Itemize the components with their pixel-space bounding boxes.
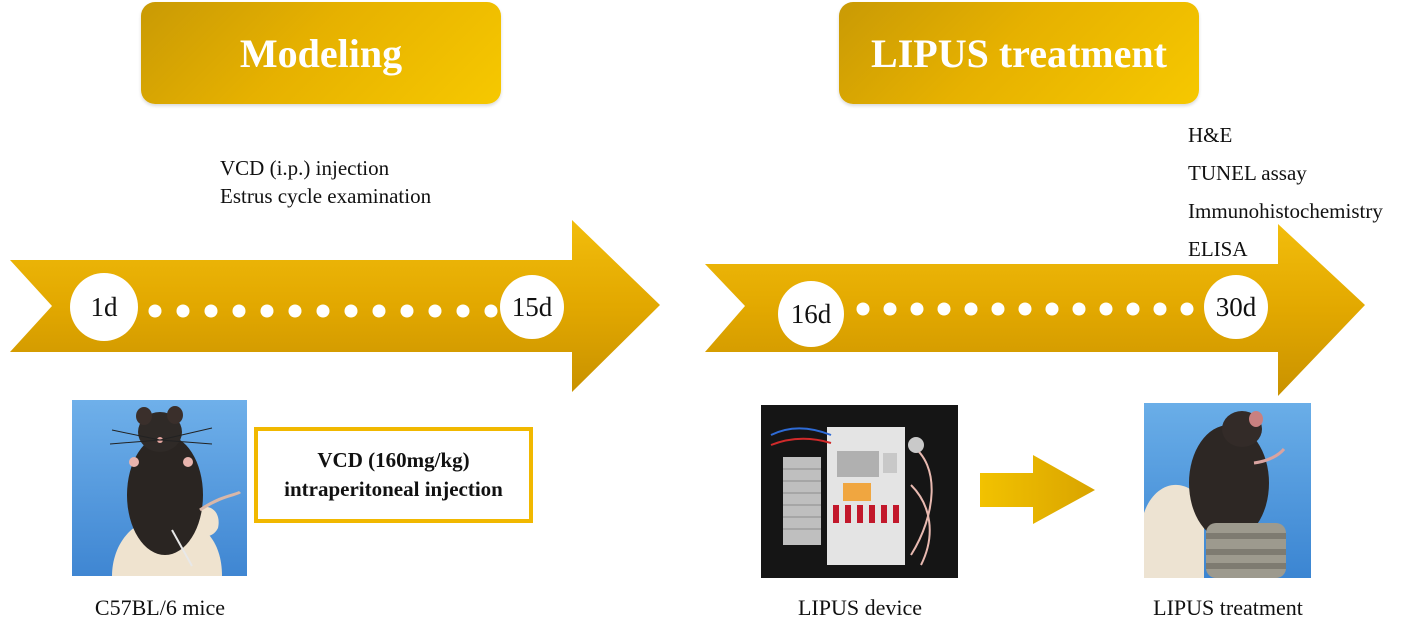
assay-tunel: TUNEL assay: [1188, 161, 1307, 185]
timeline-arrow-1: [10, 220, 660, 392]
caption-mice: C57BL/6 mice: [94, 595, 226, 620]
day-marker-1d: 1d: [70, 273, 138, 341]
svg-text:30d: 30d: [1216, 292, 1257, 322]
modeling-title: Modeling: [239, 30, 403, 76]
assay-he: H&E: [1188, 123, 1233, 147]
lipus-device-photo: [761, 405, 958, 578]
vcd-dose-callout: VCD (160mg/kg) intraperitoneal injection: [254, 427, 533, 523]
modeling-header: Modeling: [141, 2, 501, 104]
assay-elisa: ELISA: [1188, 237, 1248, 261]
day-marker-16d: 16d: [778, 281, 844, 347]
modeling-note-injection: VCD (i.p.) injection: [220, 156, 390, 180]
lipus-treatment-header: LIPUS treatment: [839, 2, 1199, 104]
timeline-2-dots: [856, 302, 1194, 316]
svg-text:15d: 15d: [512, 292, 553, 322]
caption-device: LIPUS device: [797, 595, 923, 620]
assay-ihc: Immunohistochemistry: [1188, 199, 1383, 223]
timeline-1-dots: [148, 304, 498, 318]
day-marker-30d: 30d: [1204, 275, 1268, 339]
assay-list: H&E TUNEL assay Immunohistochemistry ELI…: [1188, 116, 1383, 268]
svg-text:16d: 16d: [791, 299, 832, 329]
vcd-route-line: intraperitoneal injection: [284, 477, 503, 501]
device-to-treatment-arrow: [980, 455, 1095, 524]
modeling-notes: VCD (i.p.) injection Estrus cycle examin…: [220, 154, 431, 210]
day-marker-15d: 15d: [500, 275, 564, 339]
lipus-treatment-title: LIPUS treatment: [871, 30, 1167, 76]
vcd-dose-line: VCD (160mg/kg): [317, 448, 470, 472]
lipus-treatment-photo: [1144, 403, 1311, 578]
timeline-arrow-2: [705, 224, 1365, 396]
svg-text:1d: 1d: [91, 292, 119, 322]
caption-treatment: LIPUS treatment: [1153, 595, 1303, 620]
mouse-photo: [72, 400, 247, 576]
modeling-note-estrus: Estrus cycle examination: [220, 184, 432, 208]
